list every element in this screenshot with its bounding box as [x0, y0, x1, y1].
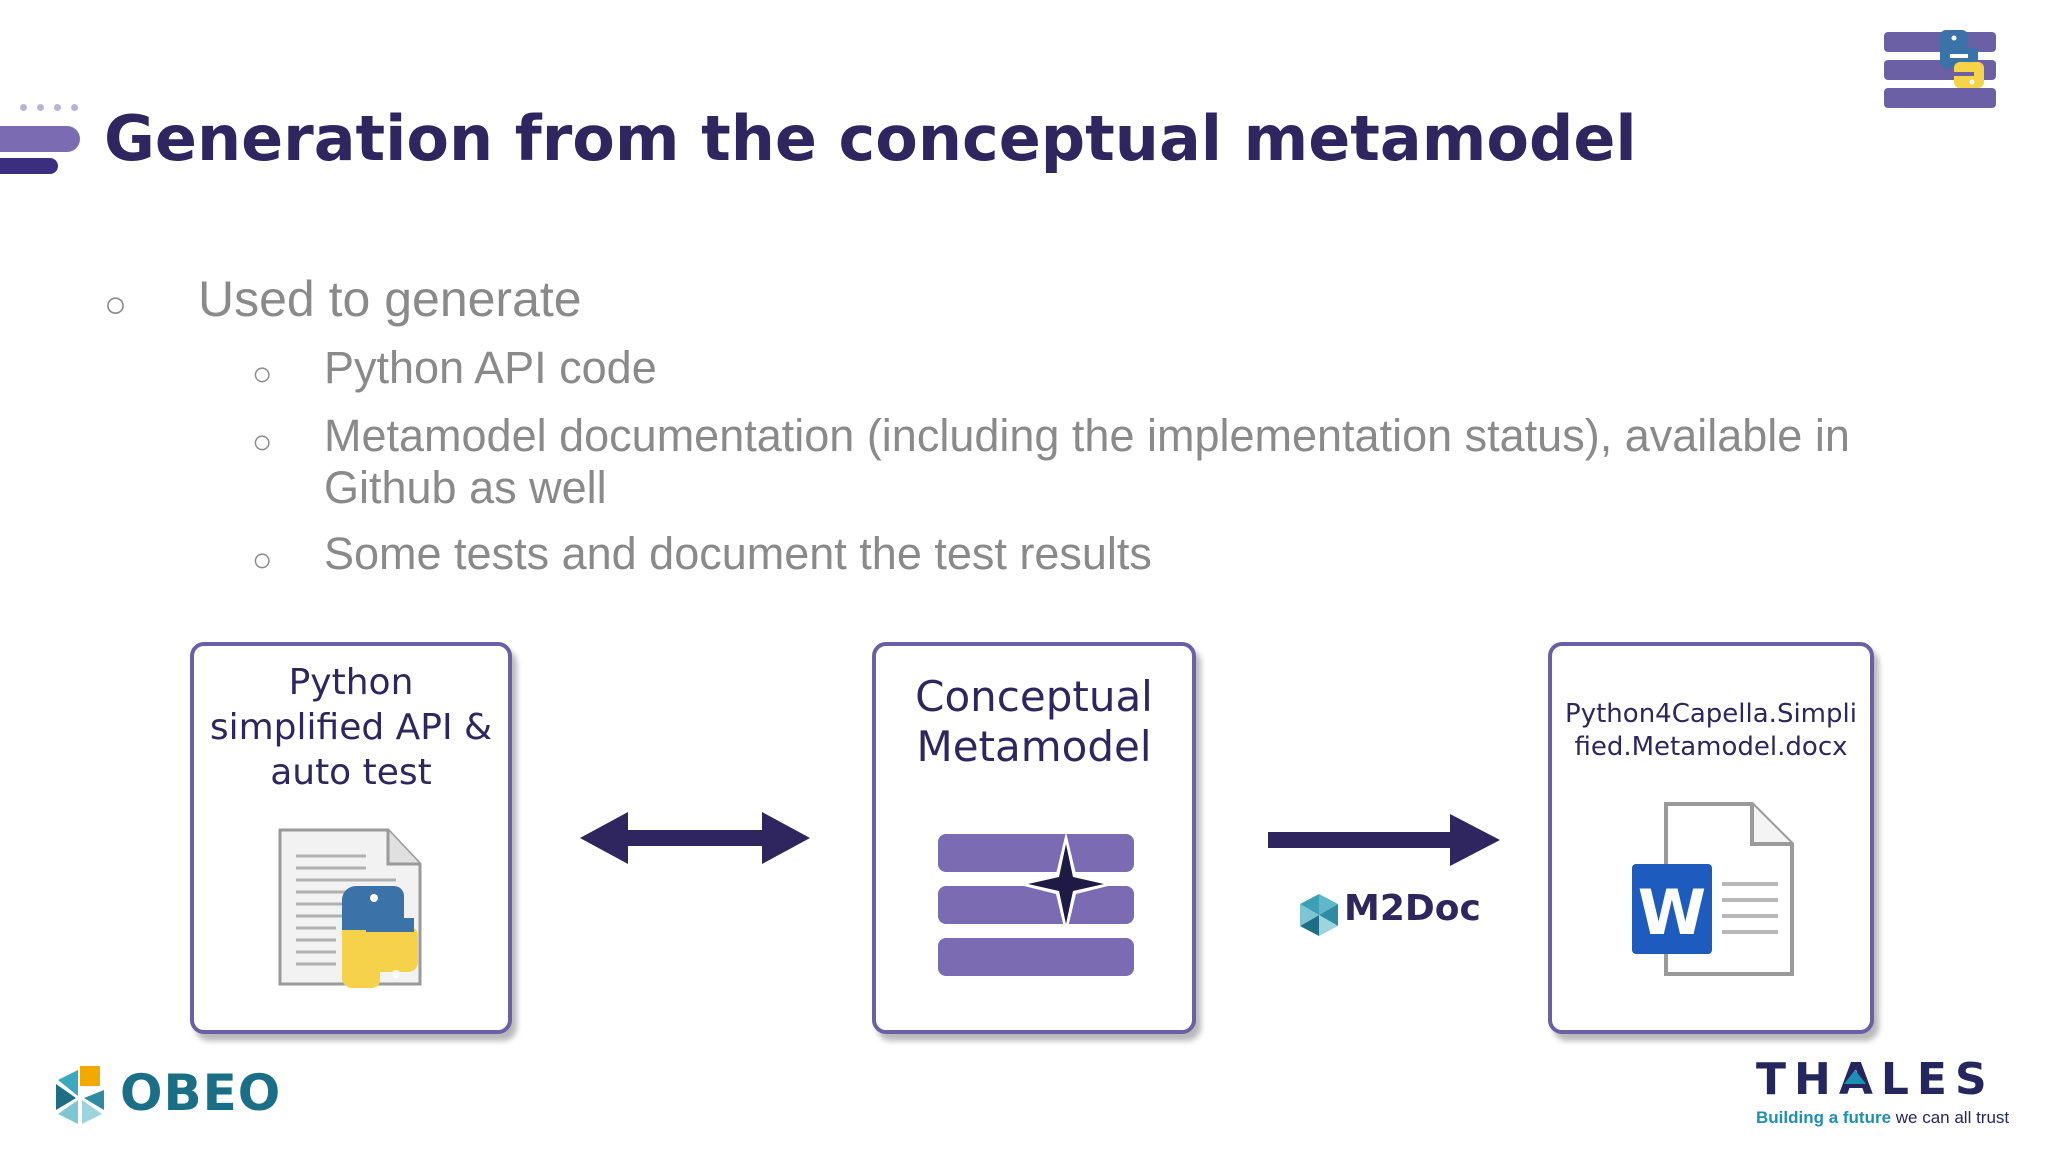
- bullet-mark: ○: [104, 284, 127, 326]
- bullet-text: Used to generate: [198, 271, 582, 327]
- slide-title: Generation from the conceptual metamodel: [104, 102, 1637, 175]
- conceptual-metamodel-box-label: Conceptual Metamodel: [915, 672, 1153, 771]
- conceptual-metamodel-box: Conceptual Metamodel: [872, 642, 1196, 1034]
- word-document-icon: W: [1632, 802, 1794, 976]
- sub-bullet-tests: ○ Some tests and document the test resul…: [252, 528, 1972, 586]
- title-decoration-bar-small: [0, 158, 58, 174]
- bullet-mark: ○: [252, 355, 273, 393]
- docx-output-box-label: Python4Capella.Simpli fied.Metamodel.doc…: [1565, 699, 1857, 762]
- bullet-text: Metamodel documentation (including the i…: [324, 410, 1850, 513]
- title-decoration-dots: [20, 104, 78, 111]
- obeo-logo-text: OBEO: [120, 1064, 282, 1122]
- title-decoration-bar: [0, 126, 80, 152]
- thales-logo-text: THALES: [1756, 1054, 1995, 1105]
- metamodel-stack-icon: [938, 832, 1134, 976]
- thales-accent-mark: [1844, 1070, 1866, 1084]
- bullet-text: Python API code: [324, 342, 657, 393]
- sub-bullet-python-api: ○ Python API code: [252, 342, 1972, 400]
- bullet-mark: ○: [252, 423, 273, 461]
- python-api-box: Python simplified API & auto test: [190, 642, 512, 1034]
- svg-text:W: W: [1638, 876, 1706, 949]
- docx-output-box: Python4Capella.Simpli fied.Metamodel.doc…: [1548, 642, 1874, 1034]
- bullet-mark: ○: [252, 541, 273, 579]
- obeo-logo-icon: [56, 1066, 104, 1124]
- sub-bullet-metamodel-doc: ○ Metamodel documentation (including the…: [252, 410, 1972, 514]
- m2doc-label: M2Doc: [1344, 888, 1481, 929]
- bidirectional-arrow: [580, 812, 810, 864]
- bullet-text: Some tests and document the test results: [324, 528, 1152, 579]
- python-api-box-label: Python simplified API & auto test: [209, 662, 493, 793]
- python-logo-icon: [1884, 30, 1996, 108]
- right-arrow: [1268, 814, 1500, 866]
- bullet-used-to-generate: ○ Used to generate: [104, 270, 582, 328]
- python-file-icon: [278, 828, 422, 988]
- thales-tagline: Building a future we can all trust: [1756, 1108, 2010, 1127]
- m2doc-logo-icon: [1300, 894, 1338, 936]
